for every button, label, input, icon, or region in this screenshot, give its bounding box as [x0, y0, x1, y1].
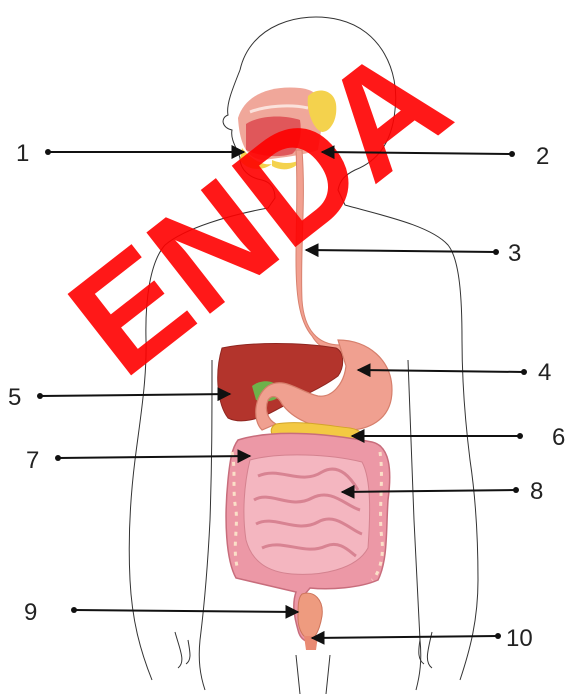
label-1: 1 — [16, 140, 29, 167]
label-10: 10 — [506, 625, 533, 652]
pointer-9 — [71, 607, 298, 613]
rectum — [298, 593, 322, 640]
pointer-7 — [55, 455, 250, 461]
label-4: 4 — [538, 359, 551, 386]
label-9: 9 — [24, 599, 37, 626]
label-5: 5 — [8, 384, 21, 411]
label-7: 7 — [26, 447, 39, 474]
label-8: 8 — [530, 478, 543, 505]
pointer-6 — [352, 433, 523, 439]
label-6: 6 — [552, 424, 565, 451]
label-3: 3 — [508, 240, 521, 267]
label-2: 2 — [536, 143, 549, 170]
small-intestine — [244, 455, 370, 574]
